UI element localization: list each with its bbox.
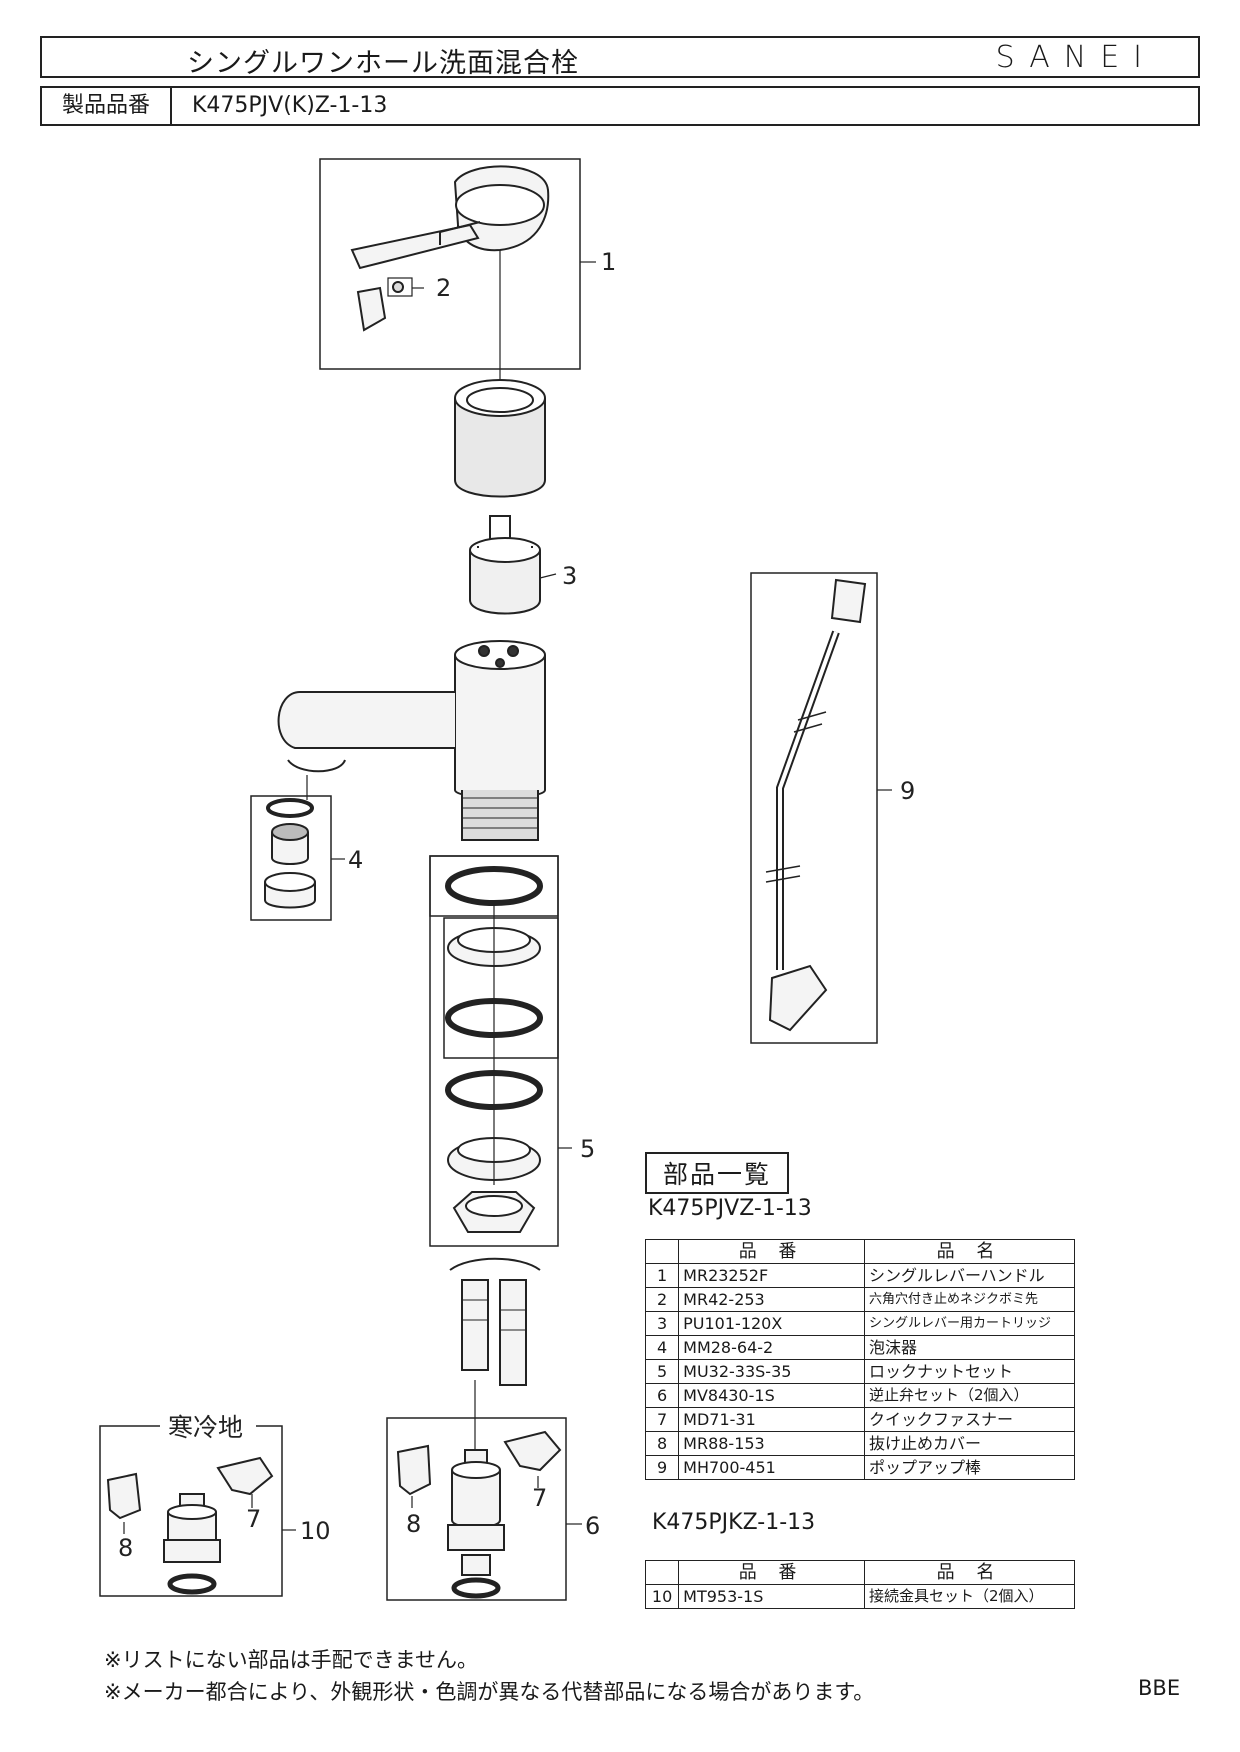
part-no: 9 [644, 1455, 680, 1480]
aerator [264, 798, 316, 909]
part-name: シングルレバーハンドル [864, 1263, 1075, 1288]
part-name: 六角穴付き止めネジクボミ先 [864, 1287, 1075, 1312]
header-name: 品 名 [864, 1560, 1075, 1585]
brand-logo: SANEI [995, 40, 1156, 75]
footer-note-2: ※メーカー都合により、外観形状・色調が異なる代替部品になる場合があります。 [104, 1680, 875, 1704]
callout-4: 4 [348, 846, 363, 874]
part-code: MR42-253 [678, 1287, 865, 1312]
group-frame-check-valve [386, 1417, 567, 1601]
part-name: シングルレバー用カートリッジ [864, 1311, 1075, 1336]
callout-9: 9 [900, 777, 915, 805]
group-frame-popup [750, 572, 878, 1044]
locknut-set [445, 866, 543, 1233]
callout-3: 3 [562, 562, 577, 590]
callout-8: 8 [406, 1510, 421, 1538]
part-no: 10 [644, 1584, 680, 1609]
callout-2: 2 [436, 274, 451, 302]
callout-7: 7 [532, 1484, 547, 1512]
part-code: MH700-451 [678, 1455, 865, 1480]
faucet-body [277, 640, 546, 841]
part-code: MD71-31 [678, 1407, 865, 1432]
header-code: 品 番 [678, 1239, 865, 1264]
header-title-bar: シングルワンホール洗面混合栓 SANEI [40, 36, 1200, 79]
popup-rod [765, 578, 867, 1032]
model-code-a: K475PJVZ-1-13 [648, 1196, 812, 1221]
part-no: 5 [644, 1359, 680, 1384]
model-code-b: K475PJKZ-1-13 [652, 1510, 816, 1535]
group-frame-handle [319, 158, 581, 370]
part-name: ロックナットセット [864, 1359, 1075, 1384]
group-frame-locknut-inner-2 [443, 917, 559, 1059]
table-header-row: 品 番 品 名 [644, 1239, 1075, 1264]
group-frame-aerator [250, 795, 332, 921]
group-frame-cold-region [99, 1425, 283, 1597]
cartridge [469, 515, 541, 615]
lever-handle [350, 165, 550, 270]
part-name: クイックファスナー [864, 1407, 1075, 1432]
part-name: 泡沫器 [864, 1335, 1075, 1360]
callout-1: 1 [601, 248, 616, 276]
part-no: 7 [644, 1407, 680, 1432]
set-screw [356, 277, 413, 332]
header-code: 品 番 [678, 1560, 865, 1585]
part-name: ポップアップ棒 [864, 1455, 1075, 1480]
table-header-row: 品 番 品 名 [644, 1560, 1075, 1585]
callout-6: 6 [585, 1512, 600, 1540]
part-no: 8 [644, 1431, 680, 1456]
page-title: シングルワンホール洗面混合栓 [187, 48, 579, 79]
product-number-label: 製品品番 [42, 88, 172, 124]
part-no: 6 [644, 1383, 680, 1408]
document-code: BBE [1138, 1676, 1181, 1700]
callout-7-cold: 7 [246, 1505, 261, 1533]
parts-list-heading: 部品一覧 [645, 1152, 790, 1194]
callout-5: 5 [580, 1135, 595, 1163]
part-name: 抜け止めカバー [864, 1431, 1075, 1456]
part-name: 逆止弁セット（2個入） [864, 1383, 1075, 1408]
part-code: MV8430-1S [678, 1383, 865, 1408]
footer-note-1: ※リストにない部品は手配できません。 [104, 1648, 478, 1672]
header-no [644, 1239, 680, 1264]
part-no: 2 [644, 1287, 680, 1312]
part-no: 3 [644, 1311, 680, 1336]
part-code: MR88-153 [678, 1431, 865, 1456]
part-code: MM28-64-2 [678, 1335, 865, 1360]
part-code: MT953-1S [678, 1584, 865, 1609]
part-code: PU101-120X [678, 1311, 865, 1336]
header-name: 品 名 [864, 1239, 1075, 1264]
check-valve [396, 1430, 562, 1599]
part-no: 4 [644, 1335, 680, 1360]
header-no [644, 1560, 680, 1585]
handle-cover [454, 379, 546, 498]
callout-10: 10 [300, 1517, 331, 1545]
product-number-bar: 製品品番 K475PJV(K)Z-1-13 [40, 86, 1200, 126]
supply-hoses [449, 1257, 541, 1386]
part-code: MU32-33S-35 [678, 1359, 865, 1384]
cold-region-label: 寒冷地 [168, 1413, 243, 1442]
part-code: MR23252F [678, 1263, 865, 1288]
connection-fitting-set [106, 1456, 274, 1595]
part-no: 1 [644, 1263, 680, 1288]
callout-8-cold: 8 [118, 1534, 133, 1562]
part-name: 接続金具セット（2個入） [864, 1584, 1075, 1609]
product-number-value: K475PJV(K)Z-1-13 [192, 93, 388, 118]
